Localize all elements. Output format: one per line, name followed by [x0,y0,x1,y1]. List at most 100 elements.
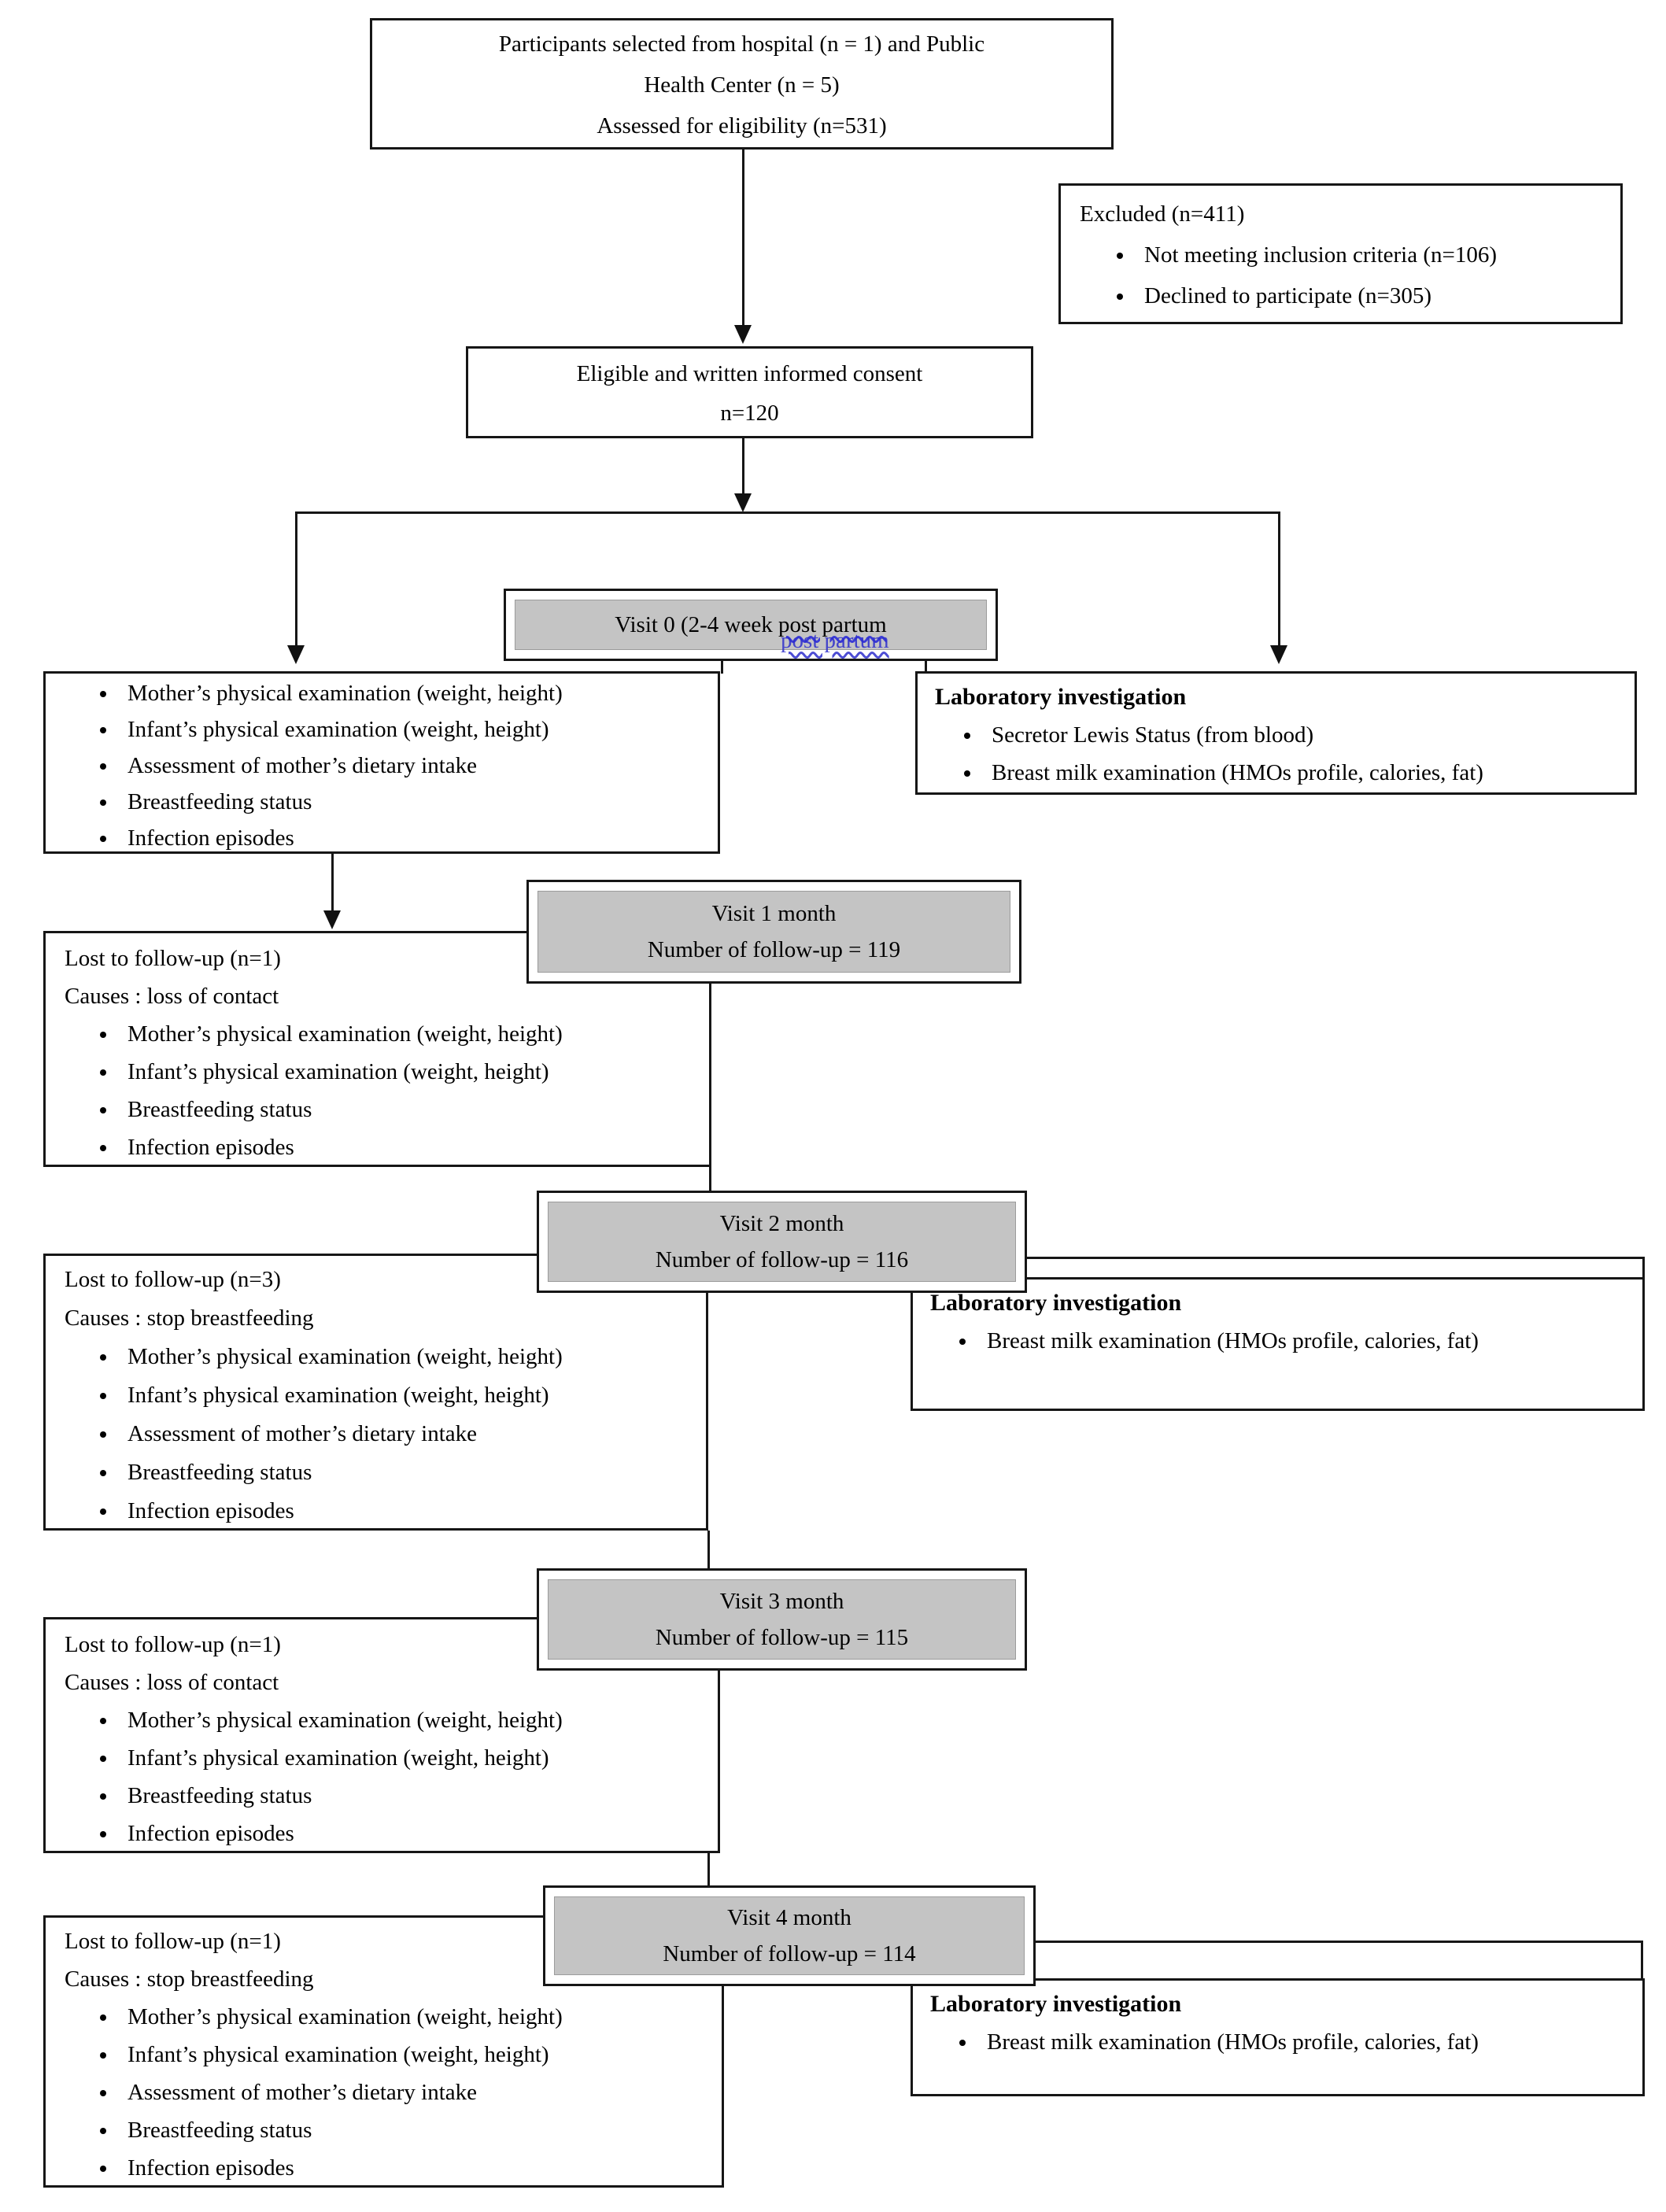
visit0-bullet: Infection episodes [118,820,718,856]
visit2-bullet: Assessment of mother’s dietary intake [118,1415,701,1453]
visit2-bullet: Infection episodes [118,1492,701,1531]
visit1-header-line: Number of follow-up = 119 [647,937,901,962]
visit0-bullet: Breastfeeding status [118,784,718,820]
enrollment-line: Health Center (n = 5) [644,72,840,98]
visit2-laboratory-box: Laboratory investigation Breast milk exa… [911,1277,1645,1411]
eligible-line: Eligible and written informed consent [576,361,923,386]
visit4-bullet: Breastfeeding status [118,2111,717,2149]
visit1-bullet-list: Mother’s physical examination (weight, h… [65,1015,704,1166]
connector-line [296,511,1280,514]
visit2-header-line: Number of follow-up = 116 [655,1247,909,1272]
visit2-lab-bullet-list: Breast milk examination (HMOs profile, c… [930,1322,1638,1360]
visit0-header-squiggle-text: post partum [778,612,887,637]
visit3-bullet: Infant’s physical examination (weight, h… [118,1739,713,1777]
connector-line [925,659,927,674]
visit2-bullet: Infant’s physical examination (weight, h… [118,1376,701,1415]
visit2-bullet-list: Mother’s physical examination (weight, h… [65,1338,701,1531]
visit0-header-box: Visit 0 (2-4 week post partum [504,589,998,661]
visit1-bullet: Infection episodes [118,1128,704,1166]
laboratory-title: Laboratory investigation [930,1991,1182,2017]
visit3-header-box: Visit 3 month Number of follow-up = 115 [537,1568,1027,1671]
connector-line [1278,511,1280,647]
eligible-box: Eligible and written informed consent n=… [466,346,1033,438]
enrollment-box: Participants selected from hospital (n =… [370,18,1114,150]
visit0-bullet-list: Mother’s physical examination (weight, h… [46,675,718,856]
visit4-causes-line: Causes : stop breastfeeding [65,1966,314,1992]
visit1-bullet: Mother’s physical examination (weight, h… [118,1015,704,1053]
visit0-lab-bullet: Secretor Lewis Status (from blood) [982,716,1630,754]
visit2-lab-bullet: Breast milk examination (HMOs profile, c… [977,1322,1638,1360]
visit1-header-box: Visit 1 month Number of follow-up = 119 [526,880,1021,984]
arrowhead-icon [287,645,305,664]
arrowhead-icon [734,493,752,512]
visit0-laboratory-box: Laboratory investigation Secretor Lewis … [915,671,1637,795]
connector-line [1641,1941,1643,1980]
visit0-header-text: Visit 0 (2-4 week [615,612,778,637]
visit3-causes-line: Causes : loss of contact [65,1670,279,1695]
connector-line [742,150,744,327]
connector-line [331,854,334,912]
connector-line [707,1531,710,1570]
visit1-header-line: Visit 1 month [711,901,837,926]
visit2-bullet: Breastfeeding status [118,1453,701,1492]
visit0-header-label: Visit 0 (2-4 week post partum [515,607,986,643]
visit4-header-box: Visit 4 month Number of follow-up = 114 [543,1885,1036,1986]
visit4-bullet-list: Mother’s physical examination (weight, h… [65,1998,717,2187]
enrollment-line: Participants selected from hospital (n =… [498,31,985,57]
visit4-header-line: Visit 4 month [727,1905,851,1930]
visit0-bullet: Assessment of mother’s dietary intake [118,748,718,784]
connector-line [709,1167,711,1192]
connector-line [742,438,744,495]
visit3-header-fill: Visit 3 month Number of follow-up = 115 [548,1579,1016,1660]
eligible-line: n=120 [720,401,779,426]
visit4-bullet: Infection episodes [118,2149,717,2187]
arrowhead-icon [734,325,752,344]
connector-line [721,659,723,674]
visit1-bullet: Infant’s physical examination (weight, h… [118,1053,704,1091]
visit3-bullet: Mother’s physical examination (weight, h… [118,1701,713,1739]
visit0-header-fill: Visit 0 (2-4 week post partum [515,600,987,650]
visit2-bullet: Mother’s physical examination (weight, h… [118,1338,701,1376]
visit2-lost-line: Lost to follow-up (n=3) [65,1267,281,1292]
visit2-causes-line: Causes : stop breastfeeding [65,1305,314,1331]
visit3-bullet-list: Mother’s physical examination (weight, h… [65,1701,713,1852]
visit1-lost-line: Lost to follow-up (n=1) [65,946,281,971]
arrowhead-icon [1270,645,1287,664]
visit3-bullet: Infection episodes [118,1815,713,1852]
visit3-header-line: Visit 3 month [719,1589,844,1614]
visit4-bullet: Mother’s physical examination (weight, h… [118,1998,717,2036]
visit0-lab-bullet: Breast milk examination (HMOs profile, c… [982,754,1630,792]
excluded-box: Excluded (n=411) Not meeting inclusion c… [1058,183,1623,324]
visit0-bullet: Infant’s physical examination (weight, h… [118,711,718,748]
excluded-bullet-list: Not meeting inclusion criteria (n=106) D… [1080,234,1616,316]
visit0-lab-bullet-list: Secretor Lewis Status (from blood) Breas… [935,716,1630,792]
connector-line [295,511,297,647]
visit2-header-line: Visit 2 month [719,1211,844,1236]
visit0-bullet: Mother’s physical examination (weight, h… [118,675,718,711]
excluded-title: Excluded (n=411) [1080,201,1245,227]
visit4-bullet: Assessment of mother’s dietary intake [118,2074,717,2111]
visit3-lost-line: Lost to follow-up (n=1) [65,1632,281,1657]
visit2-lost-box: Lost to follow-up (n=3) Causes : stop br… [43,1254,708,1531]
visit3-lost-box: Lost to follow-up (n=1) Causes : loss of… [43,1617,720,1853]
visit4-header-fill: Visit 4 month Number of follow-up = 114 [554,1896,1025,1975]
visit0-assessments-box: Mother’s physical examination (weight, h… [43,671,720,854]
visit2-header-box: Visit 2 month Number of follow-up = 116 [537,1191,1027,1293]
connector-line [1033,1941,1643,1943]
visit3-bullet: Breastfeeding status [118,1777,713,1815]
visit4-bullet: Infant’s physical examination (weight, h… [118,2036,717,2074]
connector-line [1021,1257,1645,1259]
visit4-lab-bullet-list: Breast milk examination (HMOs profile, c… [930,2023,1638,2061]
visit1-lost-box: Lost to follow-up (n=1) Causes : loss of… [43,931,711,1167]
visit1-causes-line: Causes : loss of contact [65,984,279,1009]
connector-line [1642,1257,1645,1279]
visit4-laboratory-box: Laboratory investigation Breast milk exa… [911,1978,1645,2096]
enrollment-line: Assessed for eligibility (n=531) [597,113,887,138]
visit2-header-fill: Visit 2 month Number of follow-up = 116 [548,1202,1016,1282]
visit4-header-line: Number of follow-up = 114 [663,1941,916,1966]
excluded-bullet: Not meeting inclusion criteria (n=106) [1135,234,1616,275]
laboratory-title: Laboratory investigation [935,684,1187,710]
visit1-header-fill: Visit 1 month Number of follow-up = 119 [537,891,1010,973]
laboratory-title: Laboratory investigation [930,1290,1182,1316]
